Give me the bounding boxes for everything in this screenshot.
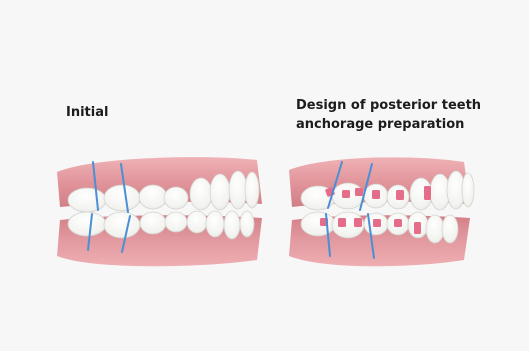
design-caption-line-1: Design of posterior teeth [296,96,481,115]
initial-dental-model-image [52,152,267,272]
design-caption-line-2: anchorage preparation [296,115,481,134]
initial-caption: Initial [66,103,108,122]
design-caption: Design of posterior teeth anchorage prep… [296,96,481,134]
anchorage-dental-model [284,152,476,272]
anchorage-dental-model-image [284,152,476,272]
initial-dental-model [52,152,267,272]
